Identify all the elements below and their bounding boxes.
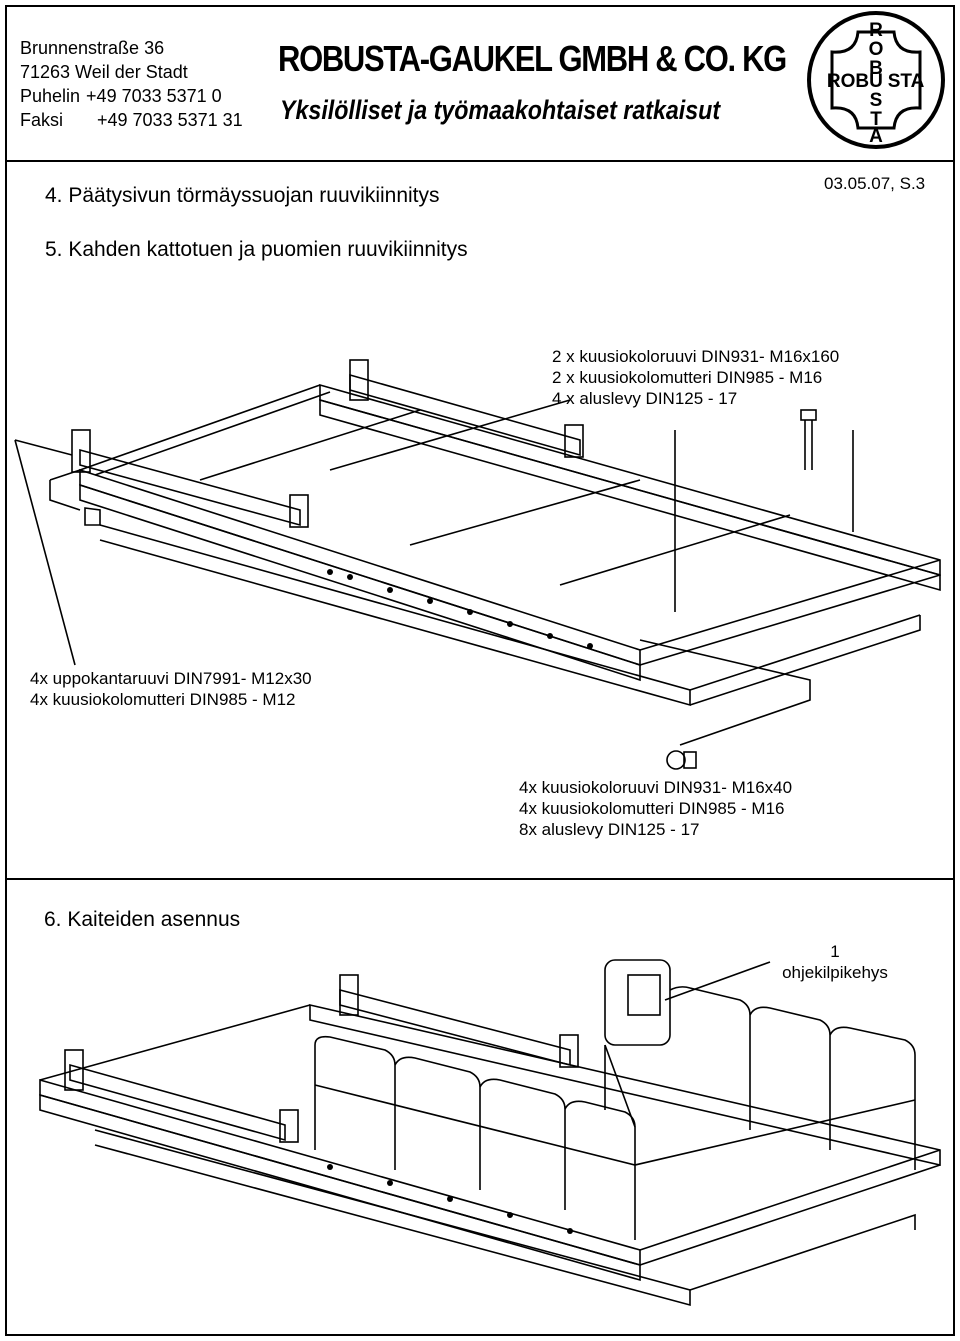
note-line: 1 <box>830 942 840 961</box>
fax-label: Faksi <box>20 110 64 130</box>
phone-number: +49 7033 5371 0 <box>86 86 222 106</box>
note-line: ohjekilpikehys <box>782 963 888 982</box>
address-city: 71263 Weil der Stadt <box>20 62 188 82</box>
section5-note-left: 4x uppokantaruuvi DIN7991- M12x30 4x kuu… <box>30 668 312 710</box>
address-street: Brunnenstraße 36 <box>20 38 165 58</box>
section4-title: 4. Päätysivun törmäyssuojan ruuvikiinnit… <box>45 184 440 207</box>
page-border <box>5 5 955 1336</box>
note-line: 2 x kuusiokolomutteri DIN985 - M16 <box>552 368 823 387</box>
header-divider <box>5 160 955 162</box>
note-line: 4x uppokantaruuvi DIN7991- M12x30 <box>30 669 312 688</box>
fax-row: Faksi +49 7033 5371 31 <box>20 108 243 132</box>
section5-title: 5. Kahden kattotuen ja puomien ruuvikiin… <box>45 238 468 261</box>
section5-note-top: 2 x kuusiokoloruuvi DIN931- M16x160 2 x … <box>552 346 839 409</box>
section-divider <box>5 878 955 880</box>
note-line: 4x kuusiokolomutteri DIN985 - M12 <box>30 690 296 709</box>
company-slogan: Yksilölliset ja työmaakohtaiset ratkaisu… <box>280 95 721 125</box>
note-line: 4x kuusiokolomutteri DIN985 - M16 <box>519 799 785 818</box>
section6-title: 6. Kaiteiden asennus <box>44 908 241 931</box>
page-reference: 03.05.07, S.3 <box>824 174 926 193</box>
phone-row: Puhelin+49 7033 5371 0 <box>20 84 243 108</box>
address-block: Brunnenstraße 36 71263 Weil der Stadt Pu… <box>20 36 243 132</box>
note-line: 8x aluslevy DIN125 - 17 <box>519 820 700 839</box>
company-name: ROBUSTA-GAUKEL GMBH & CO. KG <box>278 38 787 79</box>
fax-number: +49 7033 5371 31 <box>97 110 243 130</box>
section5-note-bottom: 4x kuusiokoloruuvi DIN931- M16x40 4x kuu… <box>519 777 792 840</box>
note-line: 4x kuusiokoloruuvi DIN931- M16x40 <box>519 778 793 797</box>
section6-note: 1 ohjekilpikehys <box>770 941 900 983</box>
note-line: 4 x aluslevy DIN125 - 17 <box>552 389 738 408</box>
phone-label: Puhelin <box>20 86 81 106</box>
note-line: 2 x kuusiokoloruuvi DIN931- M16x160 <box>552 347 840 366</box>
